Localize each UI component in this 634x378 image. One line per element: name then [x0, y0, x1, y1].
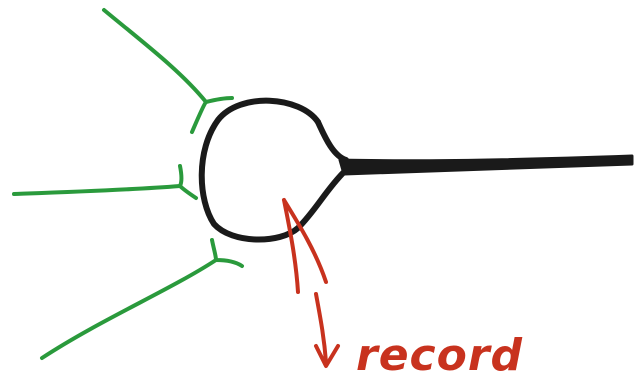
synaptic-input-icon: [190, 96, 234, 134]
synaptic-input-icon: [210, 238, 244, 268]
axon-line-icon: [338, 154, 634, 176]
neuron-cell-body-icon: [198, 97, 347, 243]
synaptic-inputs: [12, 8, 244, 360]
synaptic-input-top: [102, 8, 234, 134]
electrode-lead: [314, 292, 328, 364]
dendrite-line: [40, 258, 218, 360]
synaptic-input-middle: [12, 164, 198, 200]
axon-hillock: [315, 119, 349, 163]
arrow-down-icon: [314, 344, 340, 368]
recording-electrode-icon: [282, 198, 328, 294]
synaptic-input-bottom: [40, 238, 244, 360]
dendrite-line: [12, 184, 182, 196]
synaptic-input-icon: [178, 164, 198, 200]
recording-electrode: record: [282, 198, 523, 378]
neuron: [198, 97, 634, 243]
record-label: record: [356, 330, 523, 378]
dendrite-line: [102, 8, 208, 104]
